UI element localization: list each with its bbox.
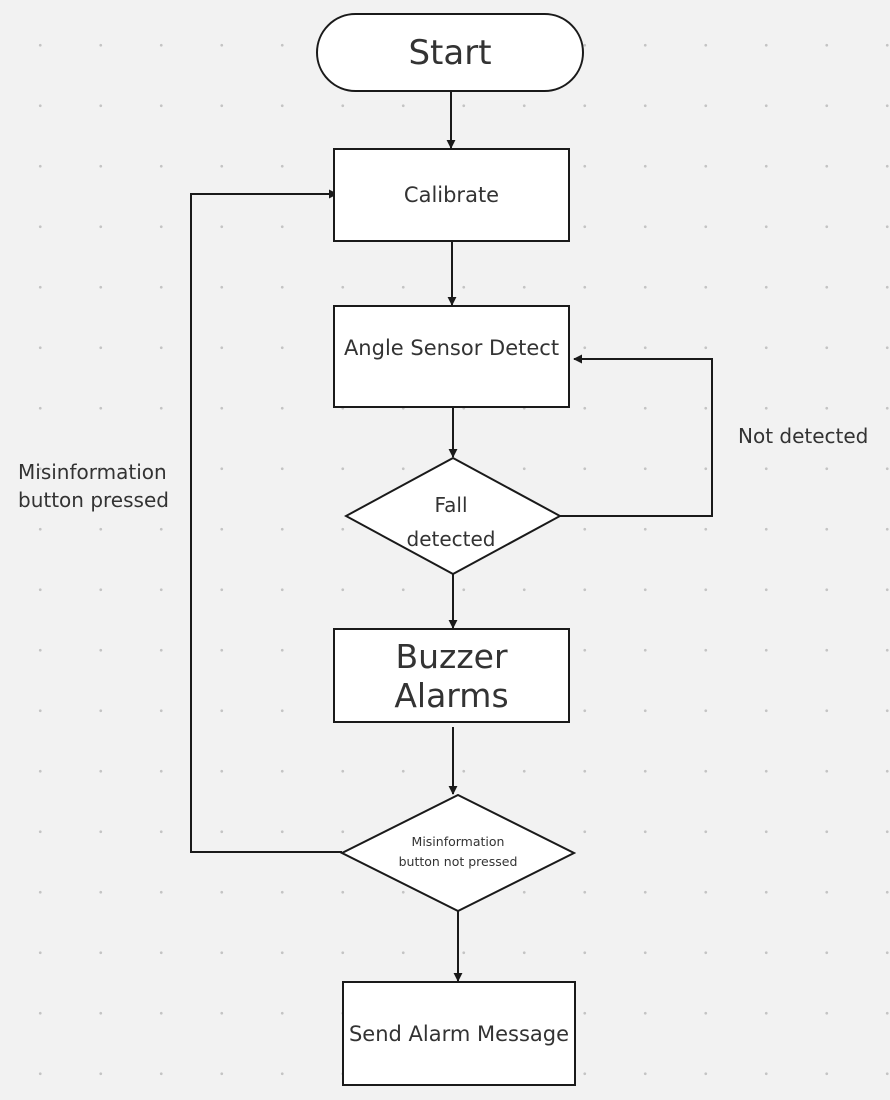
- calibrate-process[interactable]: Calibrate: [333, 148, 570, 242]
- edge-fall-not-detected-loop: [560, 354, 713, 517]
- misinfo-decision-label: Misinformation button not pressed: [398, 834, 518, 869]
- send-alarm-process[interactable]: Send Alarm Message: [342, 981, 576, 1086]
- send-alarm-label: Send Alarm Message: [348, 1021, 570, 1046]
- fall-detected-decision[interactable]: [344, 457, 562, 575]
- calibrate-label: Calibrate: [403, 183, 500, 207]
- misinfo-decision[interactable]: [340, 794, 576, 912]
- buzzer-alarms-label: Buzzer Alarms: [394, 636, 509, 715]
- start-label: Start: [408, 32, 492, 73]
- fall-detected-label: Fall detected: [406, 493, 496, 551]
- angle-sensor-process[interactable]: Angle Sensor Detect: [333, 305, 570, 408]
- buzzer-alarms-process[interactable]: Buzzer Alarms: [333, 628, 570, 723]
- misinfo-pressed-label: Misinformation button pressed: [18, 460, 169, 512]
- angle-sensor-label: Angle Sensor Detect: [343, 335, 560, 360]
- start-terminator[interactable]: Start: [316, 13, 584, 92]
- edge-misinfo-pressed-loop: [190, 189, 342, 853]
- not-detected-label: Not detected: [738, 424, 869, 448]
